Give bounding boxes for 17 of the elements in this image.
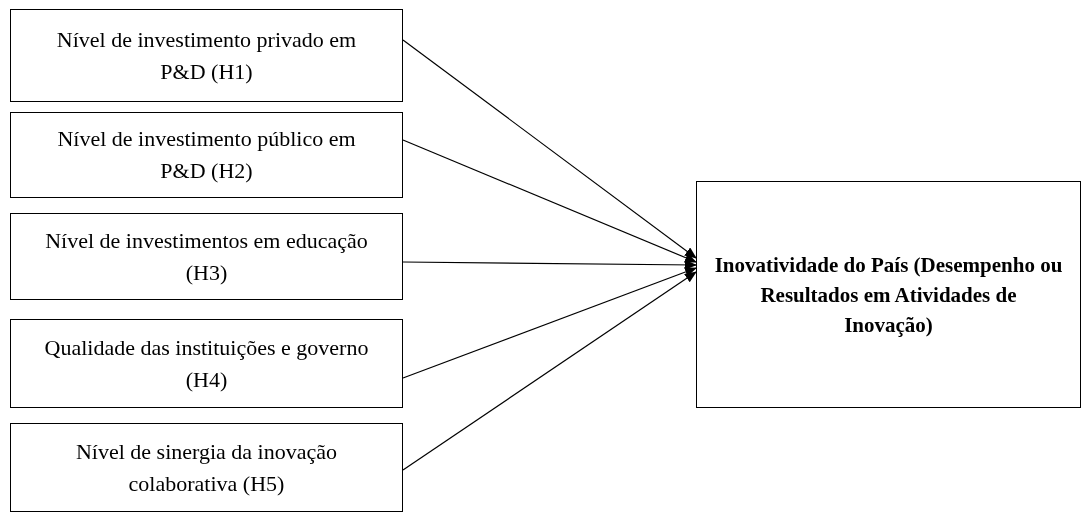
arrow: [402, 271, 697, 471]
box-label: Qualidade das instituições e governo (H4): [43, 333, 370, 394]
text-box: [10, 423, 403, 512]
box-label: Nível de investimento privado em P&D (H1): [55, 25, 358, 86]
arrow: [402, 139, 697, 263]
arrow: [402, 259, 697, 270]
box-label: Nível de investimentos em educação (H3): [44, 226, 369, 287]
box-label: Nível de investimento público em P&D (H2): [56, 125, 357, 185]
arrow: [402, 39, 697, 259]
text-box: [10, 9, 403, 102]
text-box: [10, 213, 403, 300]
box-label: Nível de sinergia da inovação colaborativa (H5): [74, 437, 339, 498]
text-box: [10, 112, 403, 198]
text-box: [10, 319, 403, 408]
box-heading: Inovatividade do País (Desempenho ou Resultados em Atividades de Inovação): [713, 251, 1064, 339]
arrow: [402, 267, 697, 379]
text-box: [696, 181, 1081, 408]
